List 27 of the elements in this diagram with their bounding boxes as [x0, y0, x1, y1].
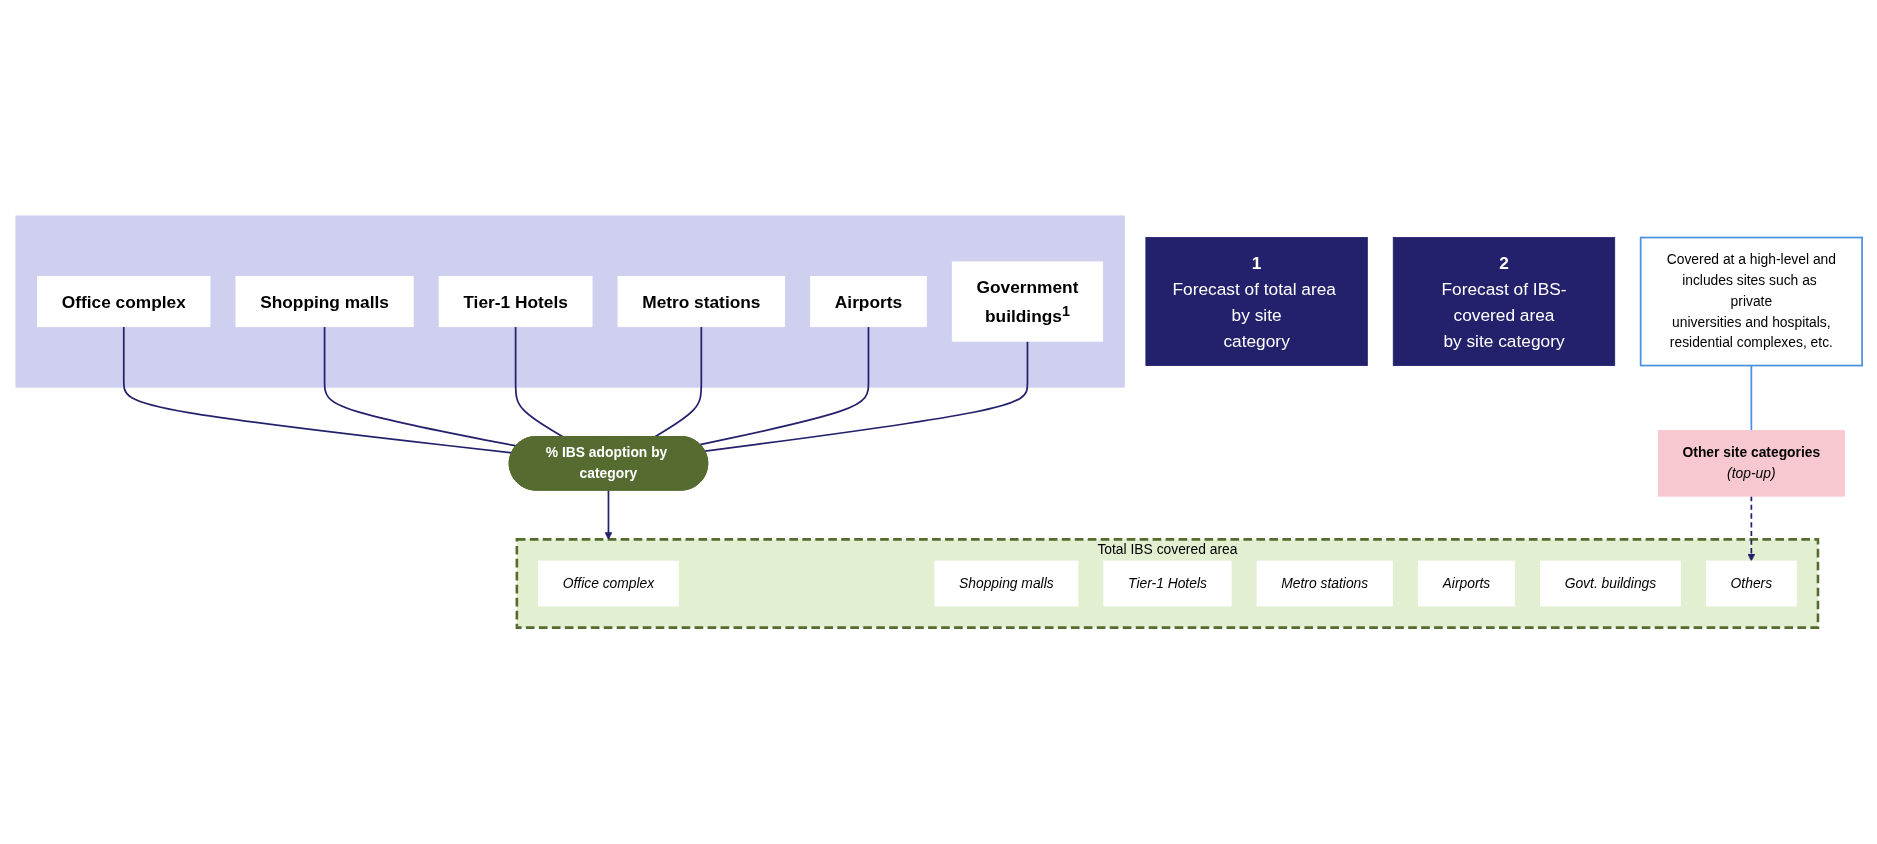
- arrow: [1747, 495, 1755, 562]
- node-box: Others: [1705, 560, 1797, 607]
- cluster: [15, 215, 1125, 388]
- node-box: Other site categories (top-up): [1657, 430, 1845, 497]
- node-box: 1 Forecast of total area by site category: [1144, 237, 1368, 367]
- connector: [1750, 364, 1752, 432]
- node-box: Office complex: [537, 560, 679, 607]
- node-box: Tier-1 Hotels: [438, 276, 592, 328]
- connector: [122, 326, 513, 454]
- node-box: Office complex: [36, 276, 210, 328]
- node-box: Govt. buildings: [1539, 560, 1681, 607]
- node-box: Shopping malls: [933, 560, 1078, 607]
- node-box: Covered at a high-level and includes sites such as private universities and hospitals, residential complexes, etc.: [1639, 236, 1863, 367]
- node-box: Tier-1 Hotels: [1102, 560, 1232, 607]
- node-box: Airports: [1417, 560, 1515, 607]
- connector: [323, 326, 517, 448]
- arrow: [604, 489, 612, 540]
- connector: [653, 326, 702, 438]
- node-box: 2 Forecast of IBS-covered area by site category: [1392, 237, 1615, 367]
- node-box: Airports: [809, 276, 927, 328]
- node-box: Metro stations: [617, 276, 785, 328]
- connector: [514, 326, 564, 438]
- node-box: Government buildings$^{1}$: [951, 261, 1103, 342]
- connector: [698, 326, 869, 446]
- node-box: Metro stations: [1256, 560, 1393, 607]
- node-box: Shopping malls: [235, 276, 414, 328]
- connector: [703, 340, 1028, 453]
